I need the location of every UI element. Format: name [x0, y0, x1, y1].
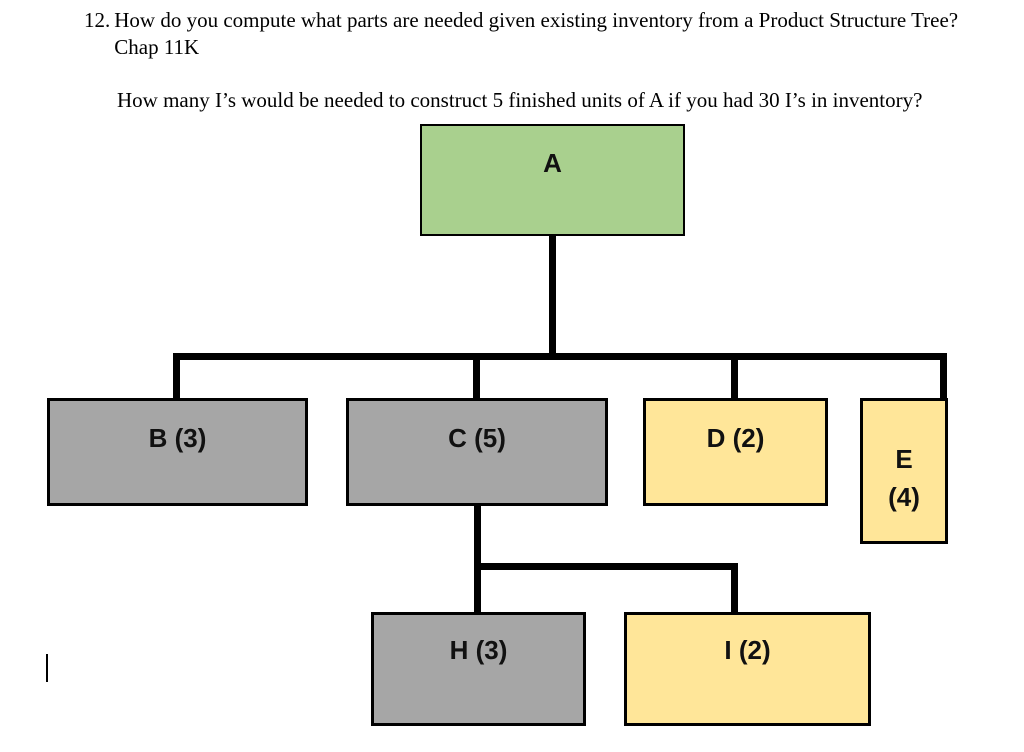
connector-c-vertical [474, 503, 481, 613]
text-cursor [46, 654, 48, 682]
node-i-label: I (2) [724, 635, 771, 665]
tree-node-h: H (3) [371, 612, 586, 726]
tree-node-e: E (4) [860, 398, 948, 544]
connector-stub-b [173, 353, 180, 399]
tree-node-i: I (2) [624, 612, 871, 726]
question-block: 12. How do you compute what parts are ne… [84, 7, 989, 61]
question-number: 12. [84, 8, 111, 32]
connector-a-vertical [549, 234, 556, 354]
node-c-label: C (5) [448, 423, 506, 453]
connector-level2-horizontal [474, 563, 738, 570]
question-subtext: How many I’s would be needed to construc… [117, 88, 923, 112]
node-e-label: E [895, 444, 913, 474]
node-d-label: D (2) [706, 423, 765, 453]
tree-node-d: D (2) [643, 398, 828, 506]
connector-stub-i [731, 563, 738, 613]
connector-level1-horizontal [173, 353, 947, 360]
node-b-label: B (3) [148, 423, 207, 453]
node-e-label-line2: (4) [888, 482, 920, 512]
tree-node-b: B (3) [47, 398, 308, 506]
connector-stub-e [940, 353, 947, 399]
question-text: How do you compute what parts are needed… [114, 8, 959, 59]
connector-stub-d [731, 353, 738, 399]
tree-node-a: A [420, 124, 685, 236]
node-h-label: H (3) [449, 635, 508, 665]
node-a-label: A [543, 148, 562, 178]
connector-stub-c [473, 353, 480, 399]
tree-node-c: C (5) [346, 398, 608, 506]
